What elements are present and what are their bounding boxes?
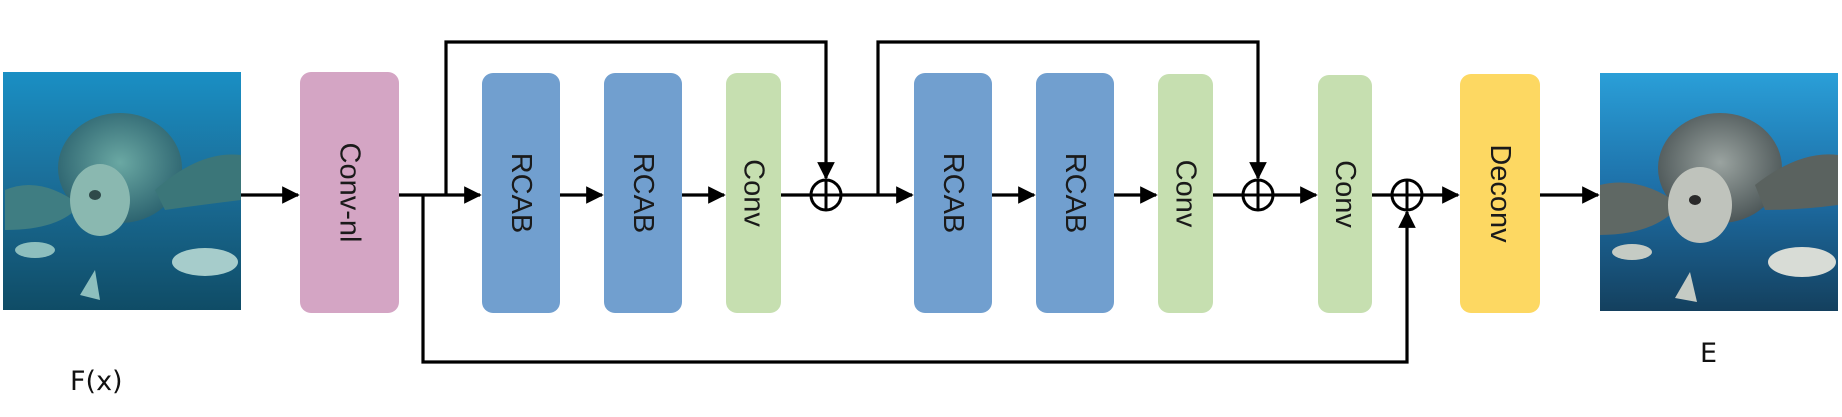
skip-edge-1 xyxy=(444,40,835,195)
connections xyxy=(241,40,1600,364)
turtle-flipper-left xyxy=(1600,182,1680,235)
deconv-block-shape xyxy=(1460,74,1540,313)
block-deconv: Deconv xyxy=(1460,74,1540,313)
rcab-block-label: RCAB xyxy=(937,153,969,234)
turtle-flipper-right xyxy=(155,154,241,210)
block-rcab-4: RCAB xyxy=(1036,73,1114,313)
turtle-head xyxy=(70,164,130,236)
output-image xyxy=(1600,73,1838,311)
fish xyxy=(80,270,100,300)
fish xyxy=(1612,244,1652,260)
long-skip-edge xyxy=(421,195,1416,364)
fish xyxy=(1675,272,1697,302)
block-conv-1: Conv xyxy=(726,73,781,313)
block-rcab-3: RCAB xyxy=(914,73,992,313)
conv-block-shape xyxy=(726,73,781,313)
turtle-eye xyxy=(89,190,101,200)
input-label: F(x) xyxy=(70,366,123,397)
conv-block-label: Conv xyxy=(1170,160,1202,228)
output-label: E xyxy=(1700,338,1717,369)
sum-node-icon xyxy=(1390,178,1424,212)
block-conv-3: Conv xyxy=(1318,75,1372,313)
skip-edge-2 xyxy=(876,40,1267,195)
conv-block-label: Conv xyxy=(738,159,770,227)
fish xyxy=(1768,247,1836,277)
input-image xyxy=(3,72,241,310)
conv-block-shape xyxy=(1318,75,1372,313)
rcab-block-shape xyxy=(482,73,560,313)
turtle-head xyxy=(1668,167,1732,243)
conv-block-label: Conv xyxy=(1329,160,1361,228)
rcab-block-shape xyxy=(1036,73,1114,313)
rcab-block-shape xyxy=(914,73,992,313)
turtle-flipper-left xyxy=(5,185,80,230)
sum-node-icon xyxy=(809,178,843,212)
conv-block-shape xyxy=(1158,74,1213,313)
rcab-block-label: RCAB xyxy=(627,153,659,234)
fish xyxy=(15,242,55,258)
conv-nl-block-shape xyxy=(300,72,399,313)
turtle-eye xyxy=(1689,195,1701,205)
turtle-flipper-right xyxy=(1755,154,1838,210)
block-rcab-1: RCAB xyxy=(482,73,560,313)
sum-node-icon xyxy=(1241,178,1275,212)
block-conv-nl: Conv-nl xyxy=(300,72,399,313)
block-rcab-2: RCAB xyxy=(604,73,682,313)
rcab-block-shape xyxy=(604,73,682,313)
block-conv-2: Conv xyxy=(1158,74,1213,313)
fish xyxy=(172,248,238,276)
conv-nl-block-label: Conv-nl xyxy=(334,143,366,243)
rcab-block-label: RCAB xyxy=(505,153,537,234)
rcab-block-label: RCAB xyxy=(1059,153,1091,234)
deconv-block-label: Deconv xyxy=(1484,144,1516,243)
